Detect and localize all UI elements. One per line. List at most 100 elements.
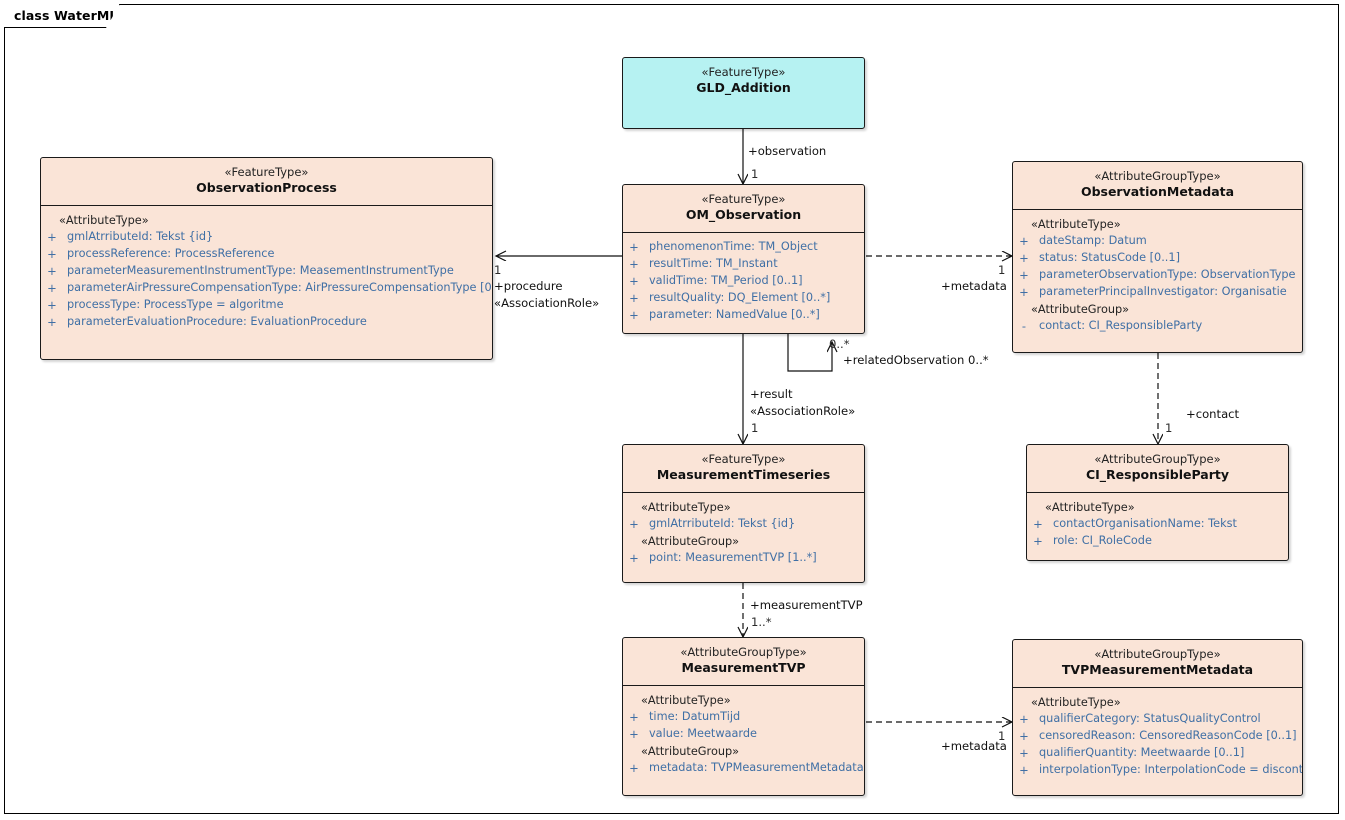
class-measurement-tvp-stereotype: «AttributeGroupType»: [680, 645, 807, 659]
attribute-visibility: +: [1019, 234, 1029, 249]
attribute-visibility: +: [629, 517, 639, 532]
attribute-row: + parameterEvaluationProcedure: Evaluati…: [41, 314, 492, 331]
attribute-visibility: +: [47, 247, 57, 262]
attribute-row: + phenomenonTime: TM_Object: [623, 239, 864, 256]
connector-label-measurement-tvp-role: +measurementTVP: [750, 598, 863, 612]
connector-label-observation-role: +observation: [748, 144, 827, 158]
class-ci-responsible-party-name: CI_ResponsibleParty: [1085, 467, 1230, 483]
class-gld-addition-stereotype: «FeatureType»: [701, 65, 786, 79]
attribute-visibility: +: [47, 281, 57, 296]
connector-label-procedure-role: +procedure: [494, 279, 563, 293]
attribute-visibility: +: [629, 551, 639, 566]
attribute-row: + value: Meetwaarde: [623, 726, 864, 743]
compartment-divider: [1013, 686, 1302, 688]
attribute-row: - contact: CI_ResponsibleParty: [1013, 318, 1302, 335]
class-om-observation[interactable]: «FeatureType» OM_Observation + phenomeno…: [622, 184, 865, 334]
attribute-visibility: +: [629, 240, 639, 255]
class-gld-addition-name: GLD_Addition: [696, 80, 791, 96]
class-tvp-measurement-metadata-header: «AttributeGroupType» TVPMeasurementMetad…: [1013, 640, 1302, 687]
connector-related-observation: [787, 334, 832, 372]
attribute-text: resultQuality: DQ_Element [0..*]: [649, 291, 831, 305]
attribute-group-label: «AttributeType»: [641, 693, 731, 707]
class-tvp-measurement-metadata[interactable]: «AttributeGroupType» TVPMeasurementMetad…: [1012, 639, 1303, 796]
attribute-text: role: CI_RoleCode: [1053, 534, 1152, 548]
class-measurement-tvp-attributes: «AttributeType» + time: DatumTijd + valu…: [623, 686, 864, 785]
attribute-visibility: +: [1019, 763, 1029, 778]
class-observation-metadata-attributes: «AttributeType» + dateStamp: Datum + sta…: [1013, 210, 1302, 343]
class-measurement-tvp-name: MeasurementTVP: [681, 660, 806, 676]
class-measurement-tvp[interactable]: «AttributeGroupType» MeasurementTVP «Att…: [622, 637, 865, 796]
attribute-text: contact: CI_ResponsibleParty: [1039, 319, 1203, 333]
connector-label-contact-multiplicity: 1: [1165, 421, 1173, 435]
attribute-visibility: +: [47, 230, 57, 245]
attribute-visibility: +: [629, 710, 639, 725]
attribute-row: + validTime: TM_Period [0..1]: [623, 273, 864, 290]
attribute-text: validTime: TM_Period [0..1]: [649, 274, 803, 288]
connector-label-procedure-multiplicity: 1: [494, 263, 502, 277]
connector-label-related-observation-multiplicity: 0..*: [829, 337, 850, 351]
attribute-row: + contactOrganisationName: Tekst: [1027, 516, 1288, 533]
attribute-text: censoredReason: CensoredReasonCode [0..1…: [1039, 729, 1297, 743]
compartment-divider: [623, 491, 864, 493]
attribute-row: + parameterPrincipalInvestigator: Organi…: [1013, 284, 1302, 301]
connector-label-result-multiplicity: 1: [751, 421, 759, 435]
attribute-text: interpolationType: InterpolationCode = d…: [1039, 763, 1303, 777]
attribute-group-label: «AttributeType»: [1045, 500, 1135, 514]
class-observation-metadata[interactable]: «AttributeGroupType» ObservationMetadata…: [1012, 161, 1303, 353]
class-gld-addition[interactable]: «FeatureType» GLD_Addition: [622, 57, 865, 129]
class-ci-responsible-party-header: «AttributeGroupType» CI_ResponsibleParty: [1027, 445, 1288, 492]
attribute-text: phenomenonTime: TM_Object: [649, 240, 818, 254]
class-ci-responsible-party[interactable]: «AttributeGroupType» CI_ResponsibleParty…: [1026, 444, 1289, 561]
attribute-visibility: +: [1019, 746, 1029, 761]
diagram-title: class WaterML: [14, 8, 118, 23]
attribute-visibility: +: [1019, 285, 1029, 300]
attribute-text: parameterMeasurementInstrumentType: Meas…: [67, 264, 454, 278]
class-tvp-measurement-metadata-name: TVPMeasurementMetadata: [1061, 662, 1254, 678]
connector-label-metadata-bottom-multiplicity: 1: [998, 729, 1006, 743]
class-observation-metadata-stereotype: «AttributeGroupType»: [1094, 169, 1221, 183]
class-tvp-measurement-metadata-attributes: «AttributeType» + qualifierCategory: Sta…: [1013, 688, 1302, 787]
attribute-text: qualifierCategory: StatusQualityControl: [1039, 712, 1261, 726]
attribute-text: processType: ProcessType = algoritme: [67, 298, 284, 312]
attribute-row: + qualifierQuantity: Meetwaarde [0..1]: [1013, 745, 1302, 762]
attribute-visibility: +: [1019, 729, 1029, 744]
connector-label-observation-multiplicity: 1: [751, 167, 759, 181]
attribute-row: + parameterMeasurementInstrumentType: Me…: [41, 263, 492, 280]
attribute-row: + processReference: ProcessReference: [41, 246, 492, 263]
attribute-row: + resultQuality: DQ_Element [0..*]: [623, 290, 864, 307]
attribute-group-label: «AttributeType»: [1031, 217, 1121, 231]
attribute-text: value: Meetwaarde: [649, 727, 757, 741]
attribute-group-label: «AttributeType»: [641, 500, 731, 514]
attribute-text: point: MeasurementTVP [1..*]: [649, 551, 817, 565]
connector-label-metadata-top-role: +metadata: [941, 279, 1007, 293]
attribute-visibility: +: [47, 298, 57, 313]
class-observation-process[interactable]: «FeatureType» ObservationProcess «Attrib…: [40, 157, 493, 360]
compartment-divider: [1013, 208, 1302, 210]
attribute-visibility: +: [629, 291, 639, 306]
class-om-observation-attributes: + phenomenonTime: TM_Object + resultTime…: [623, 233, 864, 332]
attribute-visibility: +: [1033, 517, 1043, 532]
class-observation-process-stereotype: «FeatureType»: [224, 165, 309, 179]
compartment-divider: [623, 231, 864, 233]
attribute-row: + time: DatumTijd: [623, 709, 864, 726]
class-measurement-timeseries[interactable]: «FeatureType» MeasurementTimeseries «Att…: [622, 444, 865, 583]
attribute-visibility: +: [1033, 534, 1043, 549]
attribute-group-label: «AttributeGroup»: [641, 744, 740, 758]
attribute-row: + censoredReason: CensoredReasonCode [0.…: [1013, 728, 1302, 745]
diagram-frame-tab: class WaterML: [4, 4, 120, 28]
class-om-observation-name: OM_Observation: [685, 207, 802, 223]
class-observation-process-name: ObservationProcess: [196, 180, 337, 196]
attribute-row: + point: MeasurementTVP [1..*]: [623, 550, 864, 567]
compartment-divider: [623, 684, 864, 686]
class-measurement-timeseries-name: MeasurementTimeseries: [656, 467, 831, 483]
compartment-divider: [1027, 491, 1288, 493]
attribute-visibility: -: [1021, 319, 1027, 334]
attribute-row: + metadata: TVPMeasurementMetadata: [623, 760, 864, 777]
attribute-row: + role: CI_RoleCode: [1027, 533, 1288, 550]
connector-label-metadata-bottom-role: +metadata: [941, 739, 1007, 753]
attribute-group-label: «AttributeGroup»: [641, 534, 740, 548]
attribute-visibility: +: [629, 727, 639, 742]
attribute-text: parameterObservationType: ObservationTyp…: [1039, 268, 1296, 282]
